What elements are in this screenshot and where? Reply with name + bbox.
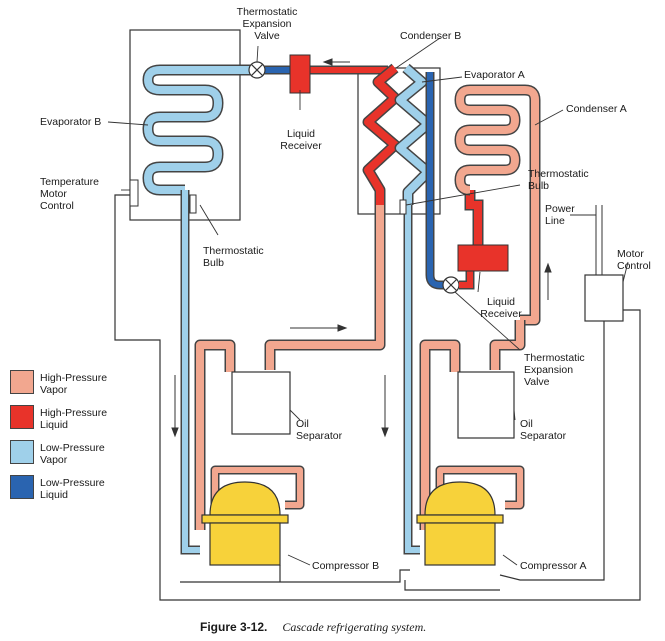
thermostatic-bulb-b-device bbox=[189, 194, 197, 214]
compressor-b bbox=[201, 481, 289, 566]
discharge-line-b bbox=[194, 205, 386, 530]
liquid-receiver-b bbox=[289, 54, 311, 94]
label-compressor-b: Compressor B bbox=[312, 560, 380, 572]
leader-lines bbox=[107, 37, 629, 566]
label-compressor-a: Compressor A bbox=[520, 560, 587, 572]
label-liquid-receiver-b: Liquid Receiver bbox=[280, 128, 322, 152]
figure-caption: Figure 3-12. Cascade refrigerating syste… bbox=[200, 620, 426, 635]
label-oil-separator-b: Oil Separator bbox=[296, 418, 343, 442]
figure-title: Cascade refrigerating system. bbox=[282, 620, 427, 634]
label-condenser-b: Condenser B bbox=[400, 30, 462, 42]
legend-label-high-pressure-vapor: High-Pressure Vapor bbox=[40, 372, 108, 396]
compressor-a bbox=[416, 481, 504, 566]
control-wiring bbox=[114, 194, 641, 601]
label-condenser-a: Condenser A bbox=[566, 103, 627, 115]
label-thermostatic-bulb-b: Thermostatic Bulb bbox=[203, 245, 264, 269]
legend-label-low-pressure-liquid: Low-Pressure Liquid bbox=[40, 477, 105, 501]
flow-arrows bbox=[171, 58, 552, 438]
legend-label-low-pressure-vapor: Low-Pressure Vapor bbox=[40, 442, 105, 466]
suction-line-a bbox=[403, 205, 420, 555]
label-liquid-receiver-a: Liquid Receiver bbox=[480, 296, 522, 320]
label-temperature-motor-control: Temperature Motor Control bbox=[40, 176, 99, 212]
suction-line-b bbox=[180, 190, 200, 555]
evaporator-a-coil bbox=[394, 63, 434, 205]
legend-swatch-low-pressure-liquid bbox=[10, 475, 34, 499]
label-power-line: Power Line bbox=[545, 203, 575, 227]
motor-control-box bbox=[584, 274, 624, 322]
legend-label-high-pressure-liquid: High-Pressure Liquid bbox=[40, 407, 108, 431]
legend-swatch-low-pressure-vapor bbox=[10, 440, 34, 464]
evaporator-b-coil bbox=[142, 64, 250, 196]
thermostatic-bulb-a-device bbox=[399, 199, 407, 215]
label-thermostatic-expansion-valve-b: Thermostatic Expansion Valve bbox=[236, 6, 298, 42]
temperature-motor-control-device bbox=[129, 179, 139, 207]
label-motor-control: Motor Control bbox=[617, 248, 651, 272]
oil-separator-a bbox=[457, 371, 515, 439]
label-oil-separator-a: Oil Separator bbox=[520, 418, 567, 442]
thermostatic-expansion-valve-b-icon bbox=[248, 61, 266, 79]
liquid-line-a-low bbox=[425, 72, 445, 290]
condenser-a-coil bbox=[454, 84, 541, 326]
label-evaporator-b: Evaporator B bbox=[40, 116, 102, 128]
label-evaporator-a: Evaporator A bbox=[464, 69, 525, 81]
legend-swatch-high-pressure-liquid bbox=[10, 405, 34, 429]
cascade-condenser-enclosure bbox=[357, 67, 441, 215]
label-thermostatic-expansion-valve-a: Thermostatic Expansion Valve bbox=[524, 352, 585, 388]
label-thermostatic-bulb-a: Thermostatic Bulb bbox=[528, 168, 589, 192]
oil-separator-b bbox=[231, 371, 291, 435]
condenser-b-coil bbox=[362, 63, 401, 205]
liquid-line-a-high bbox=[459, 190, 484, 290]
thermostatic-expansion-valve-a-icon bbox=[442, 276, 460, 294]
liquid-receiver-a bbox=[457, 244, 509, 272]
legend-swatch-high-pressure-vapor bbox=[10, 370, 34, 394]
figure-number: Figure 3-12. bbox=[200, 620, 268, 634]
